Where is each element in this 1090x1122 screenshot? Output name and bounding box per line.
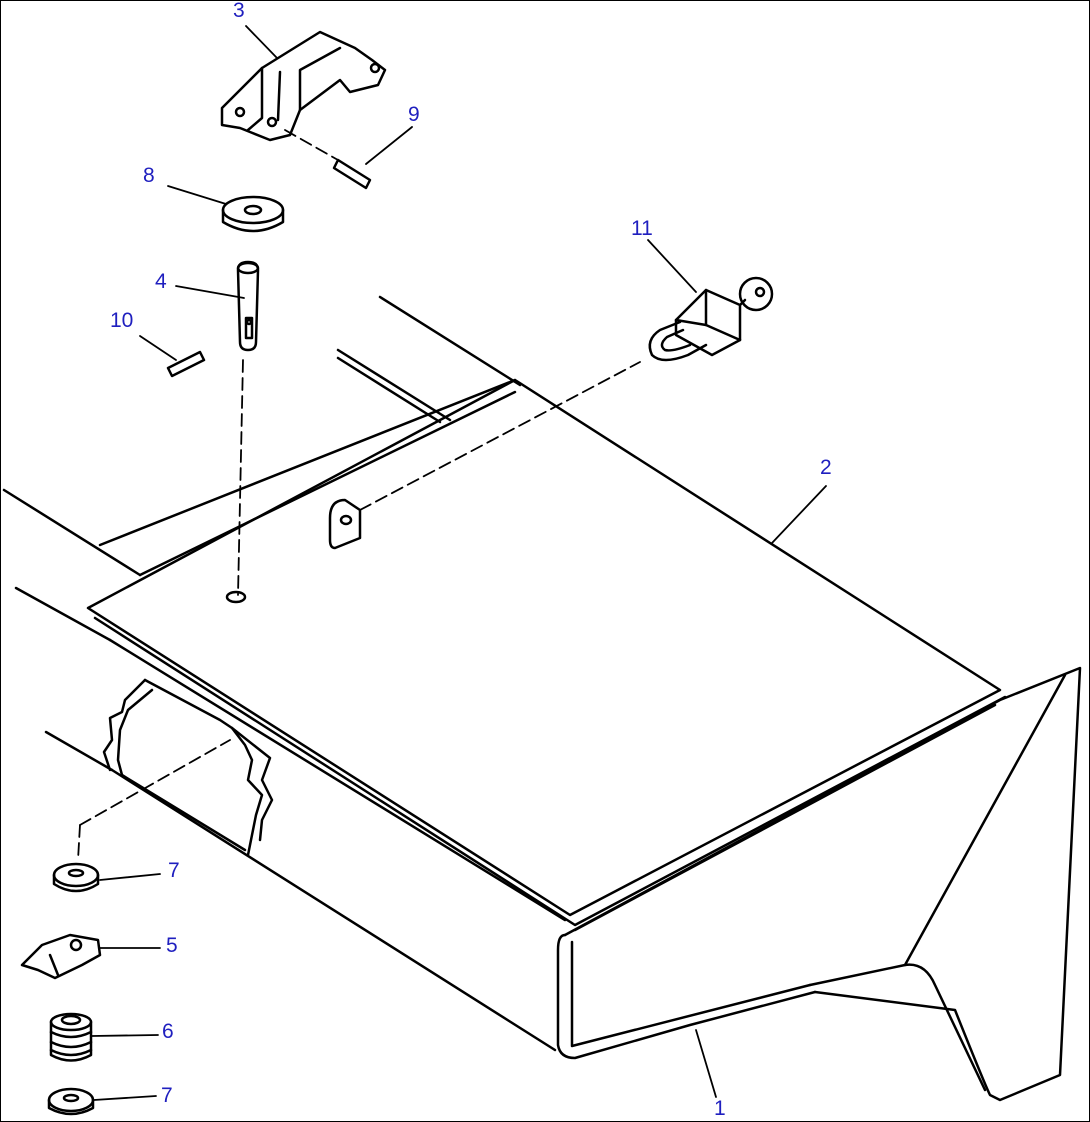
leader-lines [91,25,827,1101]
callout-10: 10 [110,309,134,332]
assembly-lines [77,129,641,861]
callout-7-upper: 7 [168,859,180,882]
spring-6 [49,1012,93,1062]
washer-7-lower [47,1087,95,1116]
callout-6: 6 [162,1020,174,1043]
callout-9: 9 [408,103,420,126]
retainer-5 [20,933,102,980]
callout-7-lower: 7 [161,1084,173,1107]
box-body [2,488,1082,1102]
washer-7-upper [52,862,100,893]
callout-4: 4 [155,270,167,293]
padlock [648,276,774,362]
callout-8: 8 [143,164,155,187]
cotter-pin-10 [166,350,206,378]
callout-3: 3 [233,0,245,22]
hinge-bracket [220,30,387,142]
cover-plate [86,295,1007,927]
callout-5: 5 [166,934,178,957]
callout-1: 1 [714,1097,726,1120]
callout-11: 11 [631,217,653,240]
cotter-pin-9 [332,158,372,190]
callout-2: 2 [820,456,832,479]
pin [236,260,260,352]
washer-8 [221,195,285,233]
